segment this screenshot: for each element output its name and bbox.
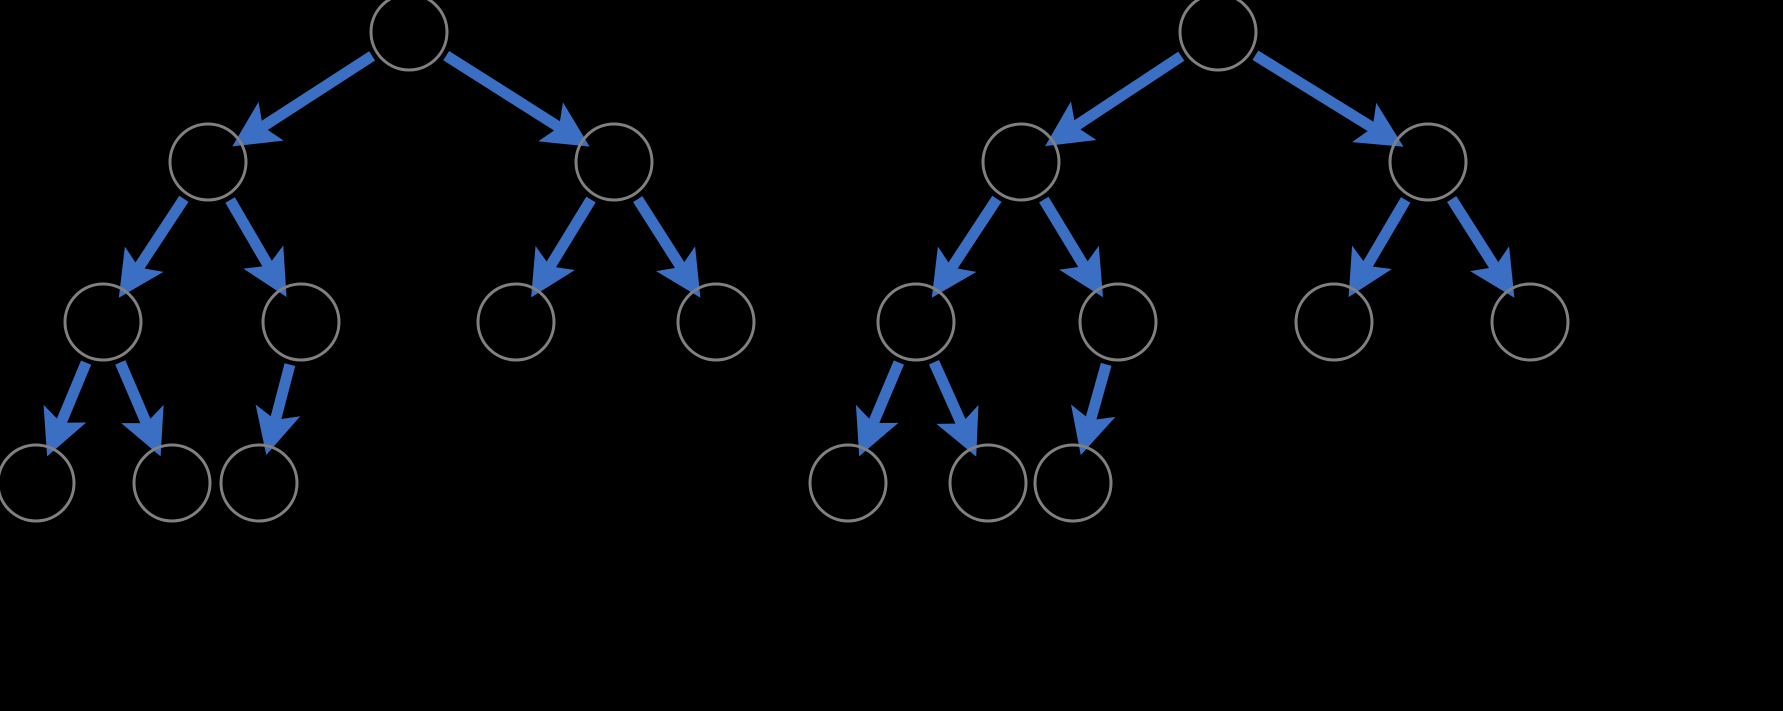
tree-node-R2a[interactable]	[876, 282, 956, 362]
tree-node-R2b[interactable]	[1078, 282, 1158, 362]
node-circle[interactable]	[476, 282, 556, 362]
node-circle[interactable]	[948, 443, 1028, 523]
node-circle[interactable]	[1178, 0, 1258, 72]
tree-edge-L0-to-L1b	[443, 50, 590, 147]
tree-node-R3b[interactable]	[948, 443, 1028, 523]
tree-node-L2b[interactable]	[261, 282, 341, 362]
node-circle[interactable]	[676, 282, 756, 362]
node-circle[interactable]	[0, 443, 76, 523]
tree-node-L2a[interactable]	[63, 282, 143, 362]
tree-edge-R0-to-R1a	[1045, 51, 1185, 147]
tree-edge-R1a-to-R2a	[931, 195, 1002, 298]
tree-node-L0[interactable]	[369, 0, 449, 72]
node-circle[interactable]	[168, 122, 248, 202]
left-tree-edges	[43, 50, 701, 457]
tree-node-L1a[interactable]	[168, 122, 248, 202]
tree-edge-R1a-to-R2b	[1039, 196, 1103, 298]
node-circle[interactable]	[132, 443, 212, 523]
edges-layer	[43, 50, 1515, 457]
nodes-layer	[0, 0, 1570, 523]
tree-edge-L1a-to-L2b	[225, 197, 287, 297]
node-circle[interactable]	[369, 0, 449, 72]
tree-edge-L1a-to-L2a	[118, 195, 189, 298]
tree-edge-L2a-to-L3a	[43, 360, 92, 457]
tree-node-L3b[interactable]	[132, 443, 212, 523]
tree-node-R3c[interactable]	[1033, 443, 1113, 523]
right-tree-edges	[855, 50, 1515, 457]
node-circle[interactable]	[63, 282, 143, 362]
node-circle[interactable]	[876, 282, 956, 362]
tree-edge-R1b-to-R2d	[1447, 196, 1515, 298]
tree-edge-R2a-to-R3b	[928, 359, 979, 457]
tree-node-L3c[interactable]	[219, 443, 299, 523]
left-tree-nodes	[0, 0, 756, 523]
tree-node-R0[interactable]	[1178, 0, 1258, 72]
node-circle[interactable]	[1033, 443, 1113, 523]
tree-node-L2c[interactable]	[476, 282, 556, 362]
tree-node-L1b[interactable]	[574, 122, 654, 202]
tree-edge-L1b-to-L2d	[633, 196, 701, 298]
node-circle[interactable]	[1388, 122, 1468, 202]
tree-node-L3a[interactable]	[0, 443, 76, 523]
node-circle[interactable]	[1490, 282, 1570, 362]
tree-edge-L1b-to-L2c	[531, 196, 596, 298]
node-circle[interactable]	[574, 122, 654, 202]
tree-edge-L2a-to-L3b	[115, 360, 164, 457]
node-circle[interactable]	[219, 443, 299, 523]
node-circle[interactable]	[981, 122, 1061, 202]
node-circle[interactable]	[808, 443, 888, 523]
tree-node-R1a[interactable]	[981, 122, 1061, 202]
tree-node-R1b[interactable]	[1388, 122, 1468, 202]
right-tree-nodes	[808, 0, 1570, 523]
tree-edge-L2b-to-L3c	[255, 363, 301, 456]
tree-edge-R1b-to-R2c	[1348, 197, 1411, 298]
tree-edge-R2b-to-R3c	[1070, 362, 1116, 456]
node-circle[interactable]	[1294, 282, 1374, 362]
tree-edge-R0-to-R1b	[1252, 50, 1404, 147]
tree-node-R3a[interactable]	[808, 443, 888, 523]
node-circle[interactable]	[261, 282, 341, 362]
tree-edge-L0-to-L1a	[232, 51, 376, 147]
tree-node-R2c[interactable]	[1294, 282, 1374, 362]
tree-node-L2d[interactable]	[676, 282, 756, 362]
tree-edge-R2a-to-R3a	[855, 360, 904, 457]
node-circle[interactable]	[1078, 282, 1158, 362]
tree-node-R2d[interactable]	[1490, 282, 1570, 362]
